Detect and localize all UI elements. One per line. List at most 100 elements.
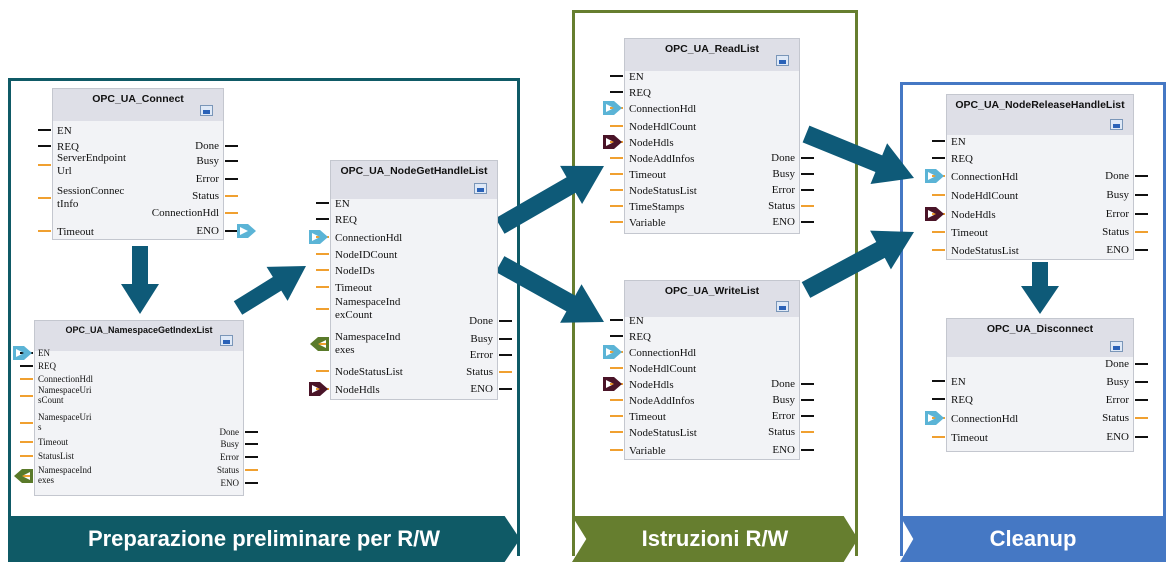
input-pin-node-ids: NodeIDs xyxy=(335,265,375,277)
output-wire xyxy=(1135,231,1148,233)
output-wire xyxy=(225,230,238,232)
block-header xyxy=(35,321,243,351)
section-cleanup xyxy=(900,82,1166,556)
input-wire xyxy=(610,415,623,417)
input-pin-variable: Variable xyxy=(629,445,666,457)
input-pin-connection-hdl: ConnectionHdl xyxy=(38,374,93,384)
output-pin-status: Status xyxy=(466,366,493,378)
input-pin-namespace-uris-count: NamespaceUri sCount xyxy=(38,385,92,405)
output-pin-busy: Busy xyxy=(1106,376,1129,388)
output-pin-done: Done xyxy=(771,378,795,390)
input-pin-node-add-infos: NodeAddInfos xyxy=(629,395,695,407)
block-icon xyxy=(474,183,487,194)
block-header xyxy=(947,95,1133,135)
output-wire xyxy=(499,354,512,356)
output-pin-error: Error xyxy=(220,452,239,462)
banner-preparation: Preparazione preliminare per R/W xyxy=(8,516,520,562)
output-pin-busy: Busy xyxy=(220,439,239,449)
output-pin-done: Done xyxy=(1105,358,1129,370)
input-wire xyxy=(316,370,329,372)
input-wire xyxy=(316,202,329,204)
input-pin-connection-hdl: ConnectionHdl xyxy=(629,347,697,359)
output-wire xyxy=(245,469,258,471)
input-pin-namespace-indexes: NamespaceInd exes xyxy=(38,465,92,485)
node-handles-connector xyxy=(308,381,330,397)
output-wire xyxy=(1135,363,1148,365)
namespace-indexes-connector xyxy=(12,468,34,484)
output-wire xyxy=(1135,436,1148,438)
input-pin-req: REQ xyxy=(335,214,357,226)
input-pin-node-status-list: NodeStatusList xyxy=(951,245,1019,257)
output-wire xyxy=(499,371,512,373)
block-header xyxy=(331,161,497,199)
output-wire xyxy=(1135,249,1148,251)
input-wire xyxy=(38,164,51,166)
output-pin-eno: ENO xyxy=(196,225,219,237)
output-wire xyxy=(801,157,814,159)
output-pin-error: Error xyxy=(771,410,795,422)
input-pin-variable: Variable xyxy=(629,217,666,229)
output-wire xyxy=(1135,213,1148,215)
output-wire xyxy=(245,482,258,484)
output-pin-busy: Busy xyxy=(772,394,795,406)
input-pin-node-idcount: NodeIDCount xyxy=(335,249,398,261)
output-pin-eno: ENO xyxy=(470,383,493,395)
input-pin-node-status-list: NodeStatusList xyxy=(629,427,697,439)
output-wire xyxy=(225,195,238,197)
output-wire xyxy=(245,456,258,458)
output-pin-busy: Busy xyxy=(1106,189,1129,201)
input-wire xyxy=(20,365,33,367)
input-pin-node-hdl-count: NodeHdlCount xyxy=(629,121,697,133)
input-pin-req: REQ xyxy=(951,153,973,165)
output-pin-done: Done xyxy=(1105,170,1129,182)
input-wire xyxy=(932,231,945,233)
input-pin-req: REQ xyxy=(38,361,56,371)
output-pin-status: Status xyxy=(216,465,239,475)
input-pin-timeout: Timeout xyxy=(57,226,94,238)
input-wire xyxy=(38,197,51,199)
input-pin-namespace-indexes: NamespaceInd exes xyxy=(335,331,401,356)
input-wire xyxy=(38,230,51,232)
input-pin-node-status-list: NodeStatusList xyxy=(629,185,697,197)
input-pin-status-list: StatusList xyxy=(38,451,75,461)
output-pin-eno: ENO xyxy=(772,216,795,228)
input-wire xyxy=(316,269,329,271)
input-wire xyxy=(316,218,329,220)
connection-handle-connector xyxy=(602,100,624,116)
node-handles-connector xyxy=(924,206,946,222)
input-pin-node-hdl-count: NodeHdlCount xyxy=(951,190,1019,202)
output-wire xyxy=(499,388,512,390)
input-pin-node-status-list: NodeStatusList xyxy=(335,366,403,378)
block-title: OPC_UA_ReadList xyxy=(665,43,759,55)
input-wire xyxy=(316,343,329,345)
output-wire xyxy=(225,212,238,214)
block-icon xyxy=(776,301,789,312)
block-header xyxy=(947,319,1133,357)
output-wire xyxy=(245,431,258,433)
input-pin-en: EN xyxy=(629,315,644,327)
output-pin-error: Error xyxy=(195,173,219,185)
output-wire xyxy=(801,415,814,417)
input-wire xyxy=(932,380,945,382)
input-wire xyxy=(316,286,329,288)
output-wire xyxy=(1135,381,1148,383)
input-wire xyxy=(610,75,623,77)
node-handles-connector xyxy=(602,376,624,392)
input-pin-node-add-infos: NodeAddInfos xyxy=(629,153,695,165)
input-pin-en: EN xyxy=(335,198,350,210)
output-pin-busy: Busy xyxy=(772,168,795,180)
block-header xyxy=(625,281,799,317)
output-wire xyxy=(801,431,814,433)
input-wire xyxy=(20,455,33,457)
block-icon xyxy=(776,55,789,66)
output-wire xyxy=(499,320,512,322)
input-pin-server-endpoint-url: ServerEndpoint Url xyxy=(57,152,127,177)
input-wire xyxy=(316,308,329,310)
block-title: OPC_UA_NodeGetHandleList xyxy=(340,165,488,177)
block-title: OPC_UA_Connect xyxy=(92,93,184,105)
input-wire xyxy=(610,319,623,321)
